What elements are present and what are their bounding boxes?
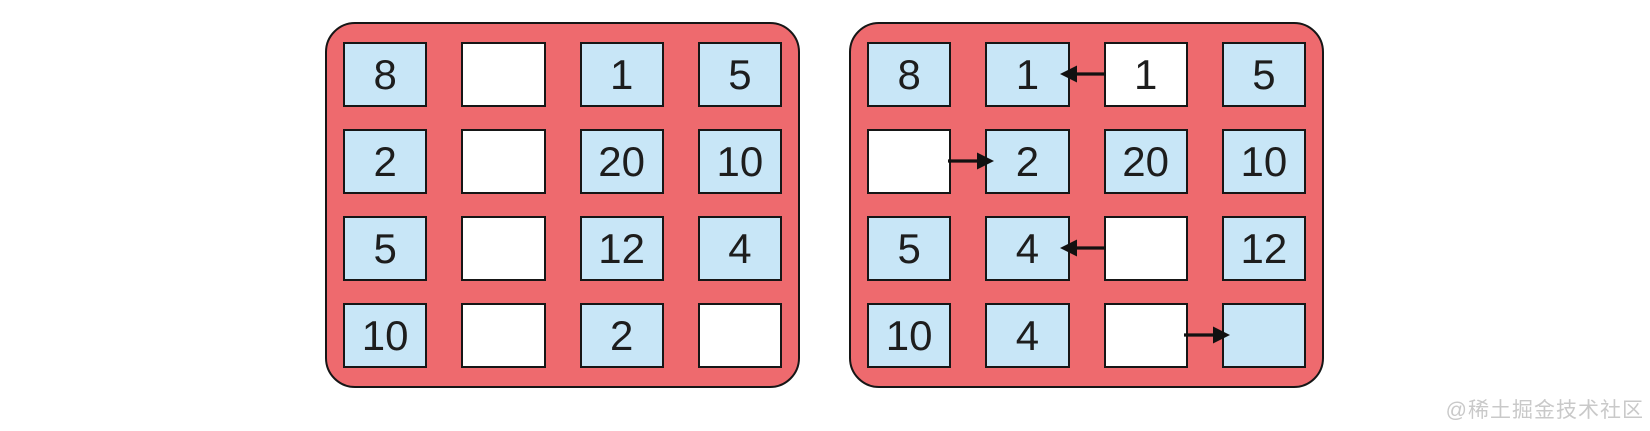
empty-cell bbox=[461, 216, 546, 281]
empty-cell bbox=[461, 303, 546, 368]
tile-cell: 20 bbox=[579, 129, 664, 194]
tile-cell: 12 bbox=[579, 216, 664, 281]
empty-cell bbox=[867, 129, 952, 194]
tile-cell: 10 bbox=[867, 303, 952, 368]
tile-cell: 10 bbox=[343, 303, 428, 368]
tile-cell: 5 bbox=[1221, 42, 1306, 107]
empty-cell bbox=[1103, 303, 1188, 368]
tile-cell: 4 bbox=[985, 303, 1070, 368]
empty-cell bbox=[1103, 216, 1188, 281]
tile-cell: 1 bbox=[579, 42, 664, 107]
tile-cell: 4 bbox=[985, 216, 1070, 281]
empty-cell bbox=[697, 303, 782, 368]
tile-cell bbox=[1221, 303, 1306, 368]
tile-cell: 4 bbox=[697, 216, 782, 281]
tile-cell: 1 bbox=[985, 42, 1070, 107]
tile-cell: 20 bbox=[1103, 129, 1188, 194]
empty-cell bbox=[461, 42, 546, 107]
tile-cell: 8 bbox=[867, 42, 952, 107]
empty-cell bbox=[461, 129, 546, 194]
tile-cell: 5 bbox=[343, 216, 428, 281]
watermark: @稀土掘金技术社区 bbox=[1445, 399, 1644, 422]
tile-cell: 5 bbox=[867, 216, 952, 281]
tile-cell: 10 bbox=[697, 129, 782, 194]
tile-cell: 5 bbox=[697, 42, 782, 107]
empty-cell: 1 bbox=[1103, 42, 1188, 107]
tile-cell: 10 bbox=[1221, 129, 1306, 194]
tile-cell: 2 bbox=[343, 129, 428, 194]
tile-cell: 2 bbox=[985, 129, 1070, 194]
tile-cell: 8 bbox=[343, 42, 428, 107]
tile-cell: 2 bbox=[579, 303, 664, 368]
tile-cell: 12 bbox=[1221, 216, 1306, 281]
